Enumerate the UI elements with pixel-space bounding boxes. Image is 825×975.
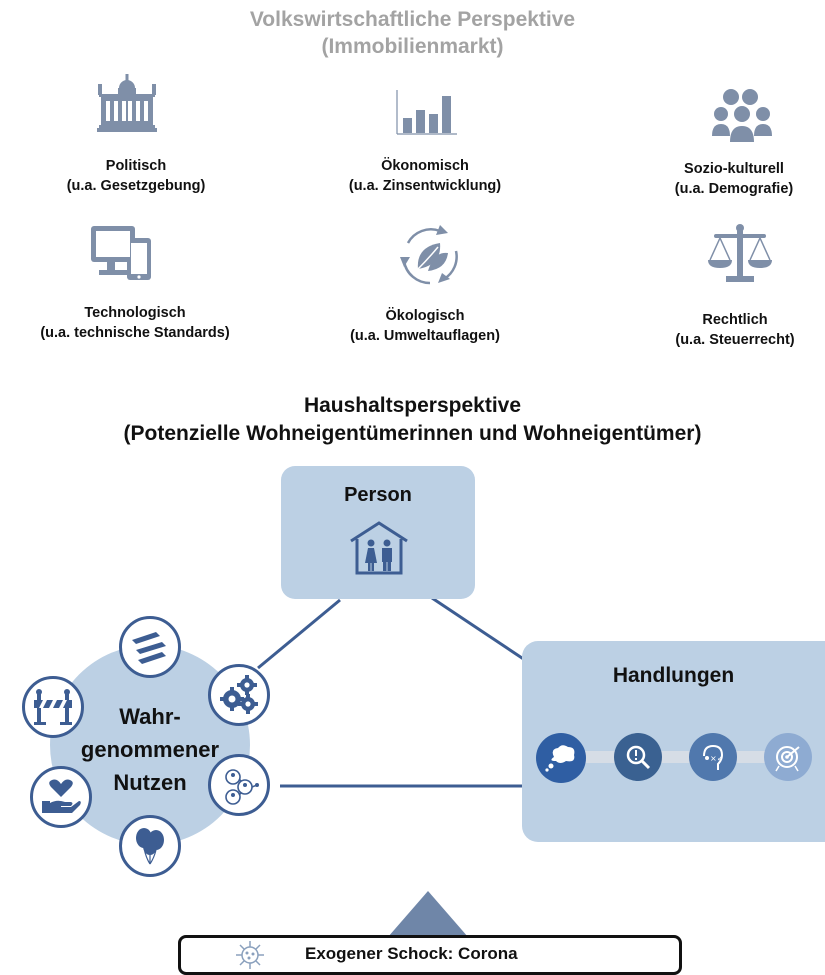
benefit-label: Wahr- genommener Nutzen xyxy=(80,704,220,795)
svg-text:×✓: ×✓ xyxy=(710,754,723,763)
target-icon xyxy=(764,733,812,781)
connector-person-benefit xyxy=(257,598,341,670)
magnifier-icon xyxy=(614,733,662,781)
network-people-icon xyxy=(208,754,270,816)
macro-title-line1: Volkswirtschaftliche Perspektive xyxy=(249,8,576,31)
scales-icon xyxy=(708,222,772,286)
house-couple-icon xyxy=(347,519,411,575)
decision-face-icon: ×✓ xyxy=(689,733,737,781)
gears-icon xyxy=(208,664,270,726)
factor-label-sozio-kulturell: Sozio-kulturell (u.a. Demografie) xyxy=(674,161,794,197)
factor-label-oekologisch: Ökologisch (u.a. Umweltauflagen) xyxy=(350,308,500,344)
person-title: Person xyxy=(344,484,412,506)
people-group-icon xyxy=(712,88,772,144)
macro-title-line2: (Immobilienmarkt) xyxy=(321,35,504,58)
household-title-line2: (Potenzielle Wohneigentümerinnen und Woh… xyxy=(123,422,702,445)
actions-step-track xyxy=(562,751,792,763)
shock-box: Exogener Schock: Corona xyxy=(178,935,682,975)
money-bills-icon xyxy=(119,616,181,678)
household-title-line1: Haushaltsperspektive xyxy=(303,394,522,417)
government-building-icon xyxy=(97,72,157,134)
virus-icon xyxy=(235,940,265,970)
eco-leaf-cycle-icon xyxy=(394,221,466,291)
macro-title: Volkswirtschaftliche Perspektive (Immobi… xyxy=(0,6,825,60)
balloons-icon xyxy=(119,815,181,877)
household-title: Haushaltsperspektive (Potenzielle Wohnei… xyxy=(0,392,825,448)
devices-icon xyxy=(91,226,155,282)
thought-bubble-icon xyxy=(536,733,586,783)
connector-person-actions xyxy=(431,596,529,664)
bar-chart-icon xyxy=(395,88,459,136)
factor-label-oekonomisch: Ökonomisch (u.a. Zinsentwicklung) xyxy=(348,158,502,194)
actions-title: Handlungen xyxy=(612,664,735,687)
shock-arrow xyxy=(388,891,468,937)
person-box: Person xyxy=(281,466,475,599)
factor-label-technologisch: Technologisch (u.a. technische Standards… xyxy=(40,305,230,341)
shock-label: Exogener Schock: Corona xyxy=(305,944,518,963)
hand-heart-icon xyxy=(30,766,92,828)
factor-label-rechtlich: Rechtlich (u.a. Steuerrecht) xyxy=(675,312,795,348)
barrier-icon xyxy=(22,676,84,738)
factor-label-politisch: Politisch (u.a. Gesetzgebung) xyxy=(66,158,206,194)
actions-box: Handlungen ×✓ xyxy=(522,641,825,842)
